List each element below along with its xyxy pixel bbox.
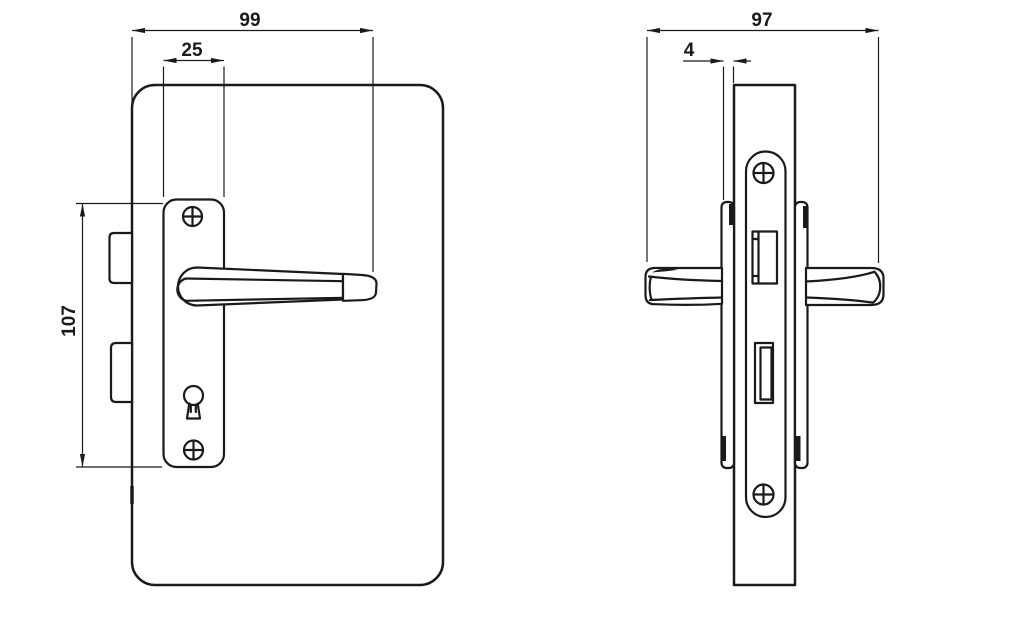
backplate-front (162, 198, 226, 469)
backplate-edge-left (720, 200, 736, 470)
door-leaf-outline (130, 83, 445, 587)
dim-label-107: 107 (59, 305, 80, 337)
dim-label-99: 99 (239, 10, 260, 31)
keyhole (182, 384, 205, 420)
handle-bar (176, 266, 345, 307)
fixing-tab-bottom-right (795, 436, 801, 461)
backplate-edge-right (793, 200, 809, 470)
dim-label-4: 4 (684, 40, 695, 61)
front-view: 99 25 107 (59, 10, 445, 587)
handle-left-side (644, 266, 724, 307)
faceplate-side (744, 150, 787, 519)
fixing-tab-bottom-left (721, 436, 726, 461)
dim-front-plate-width: 25 (162, 40, 225, 197)
latch-bolt-front (108, 231, 134, 285)
dim-front-overall-width: 99 (131, 10, 374, 272)
dim-label-97: 97 (751, 10, 772, 31)
dead-bolt-front (109, 341, 134, 404)
handle-right-side (804, 266, 885, 307)
lever-handle-front (176, 266, 378, 307)
latch-opening-side (751, 230, 779, 285)
top-screw-side (752, 161, 775, 185)
bottom-screw-side (752, 483, 775, 506)
handle-tip-shading (652, 268, 678, 273)
bottom-screw-front (182, 439, 205, 461)
key-slot-side (753, 341, 775, 405)
dim-side-plate-offset: 4 (683, 40, 751, 200)
dim-front-plate-height: 107 (59, 202, 163, 468)
top-screw-front (181, 205, 204, 228)
handle-end-cap (341, 272, 378, 302)
fixing-tab-top-right (803, 206, 808, 228)
fixing-tab-top-left (729, 204, 734, 225)
dim-side-overall-width: 97 (646, 10, 880, 263)
side-view: 97 4 (644, 10, 885, 587)
dim-label-25: 25 (181, 40, 203, 61)
